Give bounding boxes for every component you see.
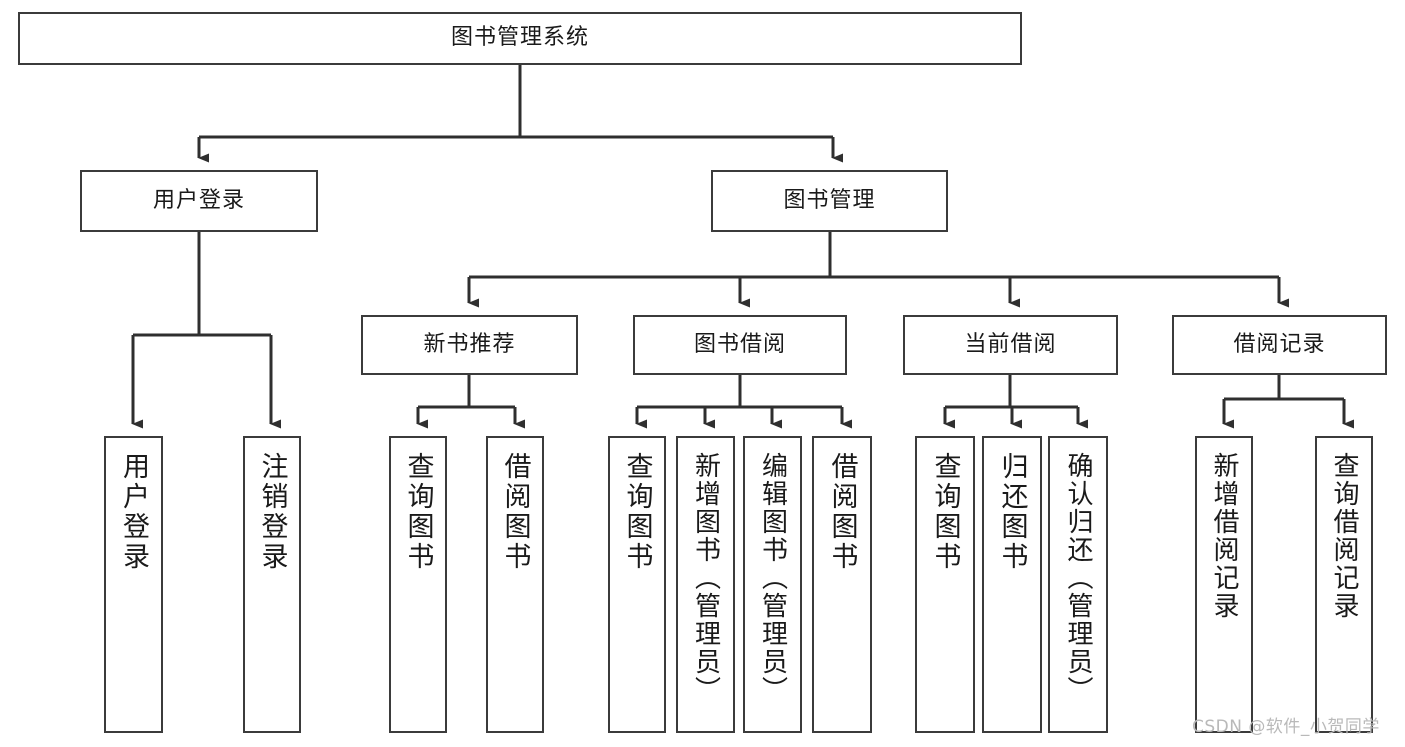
node-leaf-confirm-return-label: 确认归还（管理员） <box>1063 452 1093 704</box>
node-book-borrow-label: 图书借阅 <box>693 331 786 357</box>
node-leaf-return-book[interactable]: 归还图书 <box>982 436 1042 733</box>
node-leaf-add-book-label: 新增图书（管理员） <box>690 452 721 704</box>
node-leaf-borrow-book-2-label: 借阅图书 <box>826 452 858 572</box>
node-leaf-edit-book[interactable]: 编辑图书（管理员） <box>743 436 802 733</box>
node-leaf-borrow-book-1[interactable]: 借阅图书 <box>486 436 544 733</box>
node-root[interactable]: 图书管理系统 <box>18 12 1022 65</box>
node-book-manage-label: 图书管理 <box>783 187 876 213</box>
node-leaf-user-login-label: 用户登录 <box>118 452 149 572</box>
node-leaf-query-book-3[interactable]: 查询图书 <box>915 436 975 733</box>
watermark: CSDN @软件_小贺同学 <box>1192 717 1380 737</box>
node-leaf-confirm-return[interactable]: 确认归还（管理员） <box>1048 436 1108 733</box>
node-leaf-add-record[interactable]: 新增借阅记录 <box>1195 436 1253 733</box>
node-leaf-query-book-2-label: 查询图书 <box>621 452 653 572</box>
node-leaf-query-book-3-label: 查询图书 <box>929 452 961 572</box>
node-leaf-logout-login-label: 注销登录 <box>256 452 288 572</box>
node-current-borrow[interactable]: 当前借阅 <box>903 315 1118 375</box>
node-leaf-edit-book-label: 编辑图书（管理员） <box>757 452 788 704</box>
node-current-borrow-label: 当前借阅 <box>964 331 1057 357</box>
node-borrow-record-label: 借阅记录 <box>1233 331 1326 357</box>
node-leaf-query-record[interactable]: 查询借阅记录 <box>1315 436 1373 733</box>
node-leaf-add-record-label: 新增借阅记录 <box>1209 452 1239 620</box>
node-leaf-borrow-book-1-label: 借阅图书 <box>499 452 531 572</box>
node-user-login-label: 用户登录 <box>152 187 245 213</box>
node-leaf-return-book-label: 归还图书 <box>996 452 1028 572</box>
node-leaf-add-book[interactable]: 新增图书（管理员） <box>676 436 735 733</box>
node-book-manage[interactable]: 图书管理 <box>711 170 948 232</box>
node-leaf-query-record-label: 查询借阅记录 <box>1329 452 1359 620</box>
node-new-book-recommend[interactable]: 新书推荐 <box>361 315 578 375</box>
node-root-label: 图书管理系统 <box>450 25 589 51</box>
node-leaf-query-book-1-label: 查询图书 <box>402 452 434 572</box>
node-leaf-query-book-1[interactable]: 查询图书 <box>389 436 447 733</box>
node-leaf-borrow-book-2[interactable]: 借阅图书 <box>812 436 872 733</box>
node-user-login[interactable]: 用户登录 <box>80 170 318 232</box>
node-leaf-query-book-2[interactable]: 查询图书 <box>608 436 666 733</box>
node-leaf-user-login[interactable]: 用户登录 <box>104 436 163 733</box>
node-borrow-record[interactable]: 借阅记录 <box>1172 315 1387 375</box>
node-book-borrow[interactable]: 图书借阅 <box>633 315 847 375</box>
node-new-book-recommend-label: 新书推荐 <box>423 331 516 357</box>
node-leaf-logout-login[interactable]: 注销登录 <box>243 436 301 733</box>
